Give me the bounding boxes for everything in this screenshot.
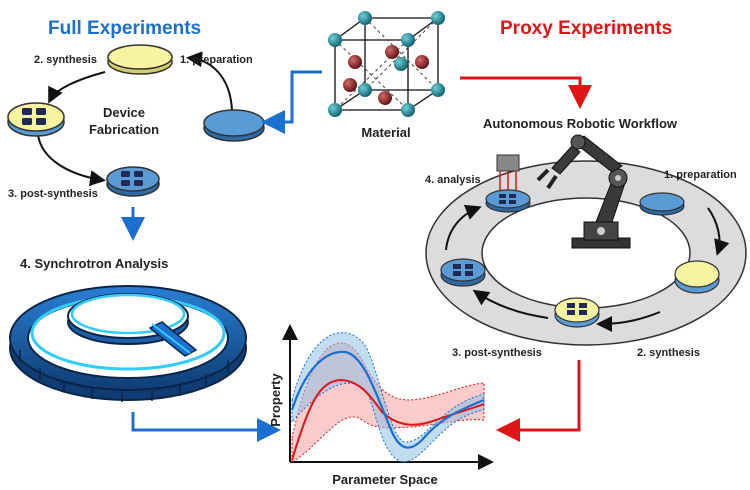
property-plot: Parameter Space Property — [268, 324, 494, 487]
autonomous-workflow-label: Autonomous Robotic Workflow — [483, 116, 678, 131]
arrow-material-to-proxy — [460, 76, 592, 109]
arrow-material-to-full — [261, 70, 322, 134]
device-fabrication-cycle: 2. synthesis 1. preparation Device Fabri… — [7, 44, 265, 200]
full-step-synthesis: 2. synthesis — [34, 54, 97, 66]
blue-confidence-band — [291, 332, 485, 463]
material-crystal — [328, 11, 445, 117]
proxy-step-preparation: 1. preparation — [664, 169, 737, 181]
full-experiments-title: Full Experiments — [48, 18, 201, 39]
proxy-post-synthesis-disk — [440, 258, 486, 287]
proxy-synthesis-disk — [674, 260, 720, 294]
preparation-disk — [203, 109, 265, 142]
arrow-prep-to-synthesis — [186, 51, 233, 111]
full-step-preparation: 1. preparation — [180, 54, 253, 66]
robot-arm — [536, 134, 631, 249]
full-step-post-synthesis: 3. post-synthesis — [8, 188, 98, 200]
material-label: Material — [361, 125, 410, 140]
proxy-experiments-title: Proxy Experiments — [500, 18, 672, 39]
proxy-step-synthesis: 2. synthesis — [637, 347, 700, 359]
x-axis-label: Parameter Space — [332, 472, 438, 487]
arrow-proxy-to-plot — [496, 360, 581, 442]
blue-mean-curve — [290, 350, 485, 449]
arrow-synchrotron-to-plot — [131, 412, 281, 442]
proxy-analysis-disk — [485, 189, 531, 213]
proxy-step-analysis: 4. analysis — [425, 174, 481, 186]
y-axis-label: Property — [268, 373, 283, 427]
proxy-wafer-disk — [554, 297, 600, 328]
arrow-wafer-to-postsynthesis — [37, 134, 106, 187]
device-label-line2: Fabrication — [89, 122, 159, 137]
arrow-synthesis-to-wafer — [48, 71, 106, 104]
wafer-disk — [7, 102, 65, 137]
red-mean-curve — [291, 378, 485, 461]
synthesis-disk — [107, 44, 173, 75]
proxy-preparation-disk — [639, 192, 685, 216]
synchrotron-analysis-label: 4. Synchrotron Analysis — [20, 256, 168, 271]
synchrotron-illustration — [9, 285, 247, 402]
post-synthesis-disk — [106, 166, 160, 197]
device-label-line1: Device — [103, 105, 145, 120]
proxy-step-post-synthesis: 3. post-synthesis — [452, 347, 542, 359]
